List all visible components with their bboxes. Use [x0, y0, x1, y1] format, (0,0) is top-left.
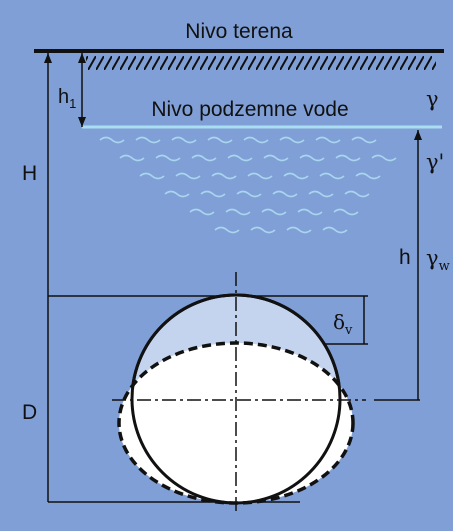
wave-mark: [164, 190, 190, 198]
wave-mark: [214, 226, 240, 234]
wave-mark: [344, 190, 370, 198]
dimension-H-label: H: [22, 162, 37, 185]
wave-mark: [247, 172, 273, 180]
wave-mark: [355, 172, 381, 180]
wave-mark: [299, 154, 325, 162]
wave-mark: [322, 226, 348, 234]
wave-mark: [189, 208, 215, 216]
arrowhead-H-top: [44, 53, 52, 63]
wave-mark: [250, 226, 276, 234]
arrowhead-h1-top: [78, 53, 86, 63]
wave-mark: [279, 136, 305, 144]
wave-mark: [155, 154, 181, 162]
ground-level-label: Nivo terena: [185, 20, 293, 43]
wave-mark: [261, 208, 287, 216]
water-waves: [99, 136, 397, 234]
wave-mark: [225, 208, 251, 216]
wave-mark: [175, 172, 201, 180]
arrowhead-h-top: [414, 130, 422, 140]
unit-weight-gamma-water: γw: [426, 246, 450, 274]
dimension-h-label: h: [399, 246, 411, 269]
wave-mark: [308, 190, 334, 198]
wave-mark: [335, 154, 361, 162]
dimension-D-label: D: [22, 401, 37, 424]
wave-mark: [319, 172, 345, 180]
wave-mark: [99, 136, 125, 144]
wave-mark: [207, 136, 233, 144]
wave-mark: [211, 172, 237, 180]
deflection-label: δv: [333, 310, 353, 338]
wave-mark: [119, 154, 145, 162]
wave-mark: [272, 190, 298, 198]
wave-mark: [191, 154, 217, 162]
wave-mark: [227, 154, 253, 162]
wave-mark: [263, 154, 289, 162]
wave-mark: [135, 136, 161, 144]
wave-mark: [333, 208, 359, 216]
wave-mark: [236, 190, 262, 198]
unit-weight-gamma-submerged: γ': [426, 150, 444, 174]
wave-mark: [286, 226, 312, 234]
wave-mark: [351, 136, 377, 144]
soil-hatching: [86, 56, 436, 70]
wave-mark: [200, 190, 226, 198]
wave-mark: [283, 172, 309, 180]
unit-weight-gamma: γ: [426, 87, 439, 111]
wave-mark: [371, 154, 397, 162]
groundwater-level-label: Nivo podzemne vode: [151, 98, 348, 121]
arrowhead-h1-bottom: [78, 117, 86, 127]
wave-mark: [315, 136, 341, 144]
wave-mark: [171, 136, 197, 144]
dimension-h1-label: h1: [58, 86, 76, 111]
wave-mark: [297, 208, 323, 216]
wave-mark: [243, 136, 269, 144]
wave-mark: [139, 172, 165, 180]
